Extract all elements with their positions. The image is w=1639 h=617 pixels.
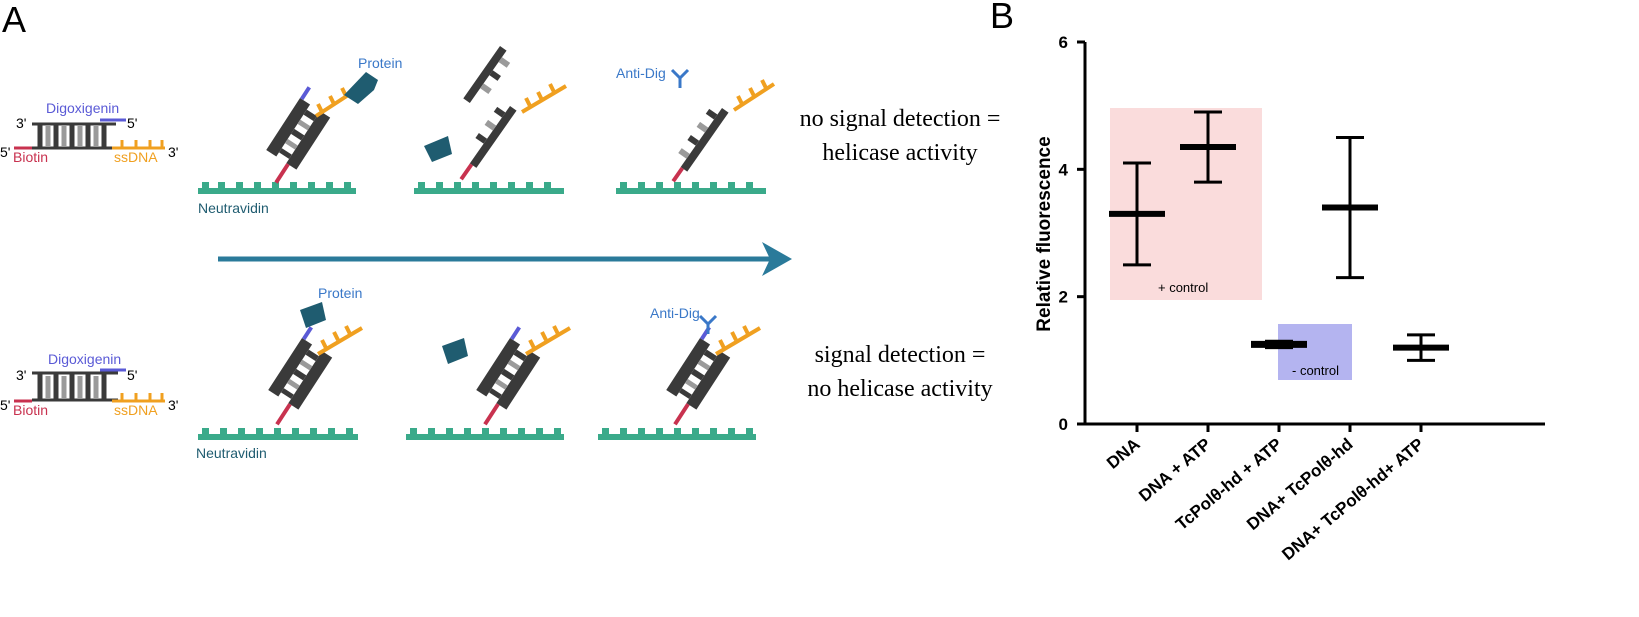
anti-dig-label: Anti-Dig (616, 65, 666, 81)
protein-icon (344, 72, 378, 104)
three-prime-label: 3' (168, 397, 178, 413)
five-prime-label: 5' (0, 144, 10, 160)
ssdna-tail (732, 79, 776, 112)
fluorescence-chart: + control - control Relative fluorescenc… (1034, 33, 1545, 564)
top-legend-duplex (14, 118, 165, 150)
biotin-label: Biotin (13, 402, 48, 418)
y-tick-label: 0 (1059, 415, 1068, 434)
x-tick-label: DNA+ TcPolθ-hd+ ATP (1278, 435, 1427, 565)
y-tick-label: 2 (1059, 288, 1068, 307)
tethered-duplex (268, 326, 333, 426)
anti-dig-label: Anti-Dig (650, 305, 700, 321)
positive-control-label: + control (1158, 280, 1208, 295)
panel-b-letter: B (990, 0, 1014, 36)
protein-label: Protein (318, 285, 362, 301)
ssdna-tail (714, 325, 762, 356)
tethered-duplex (666, 326, 731, 426)
protein-icon (300, 302, 326, 328)
top-result-line2: helicase activity (822, 140, 977, 166)
protein-icon (424, 136, 452, 162)
unwound-strand (671, 108, 729, 183)
neutravidin-surface (598, 428, 756, 440)
biotin-label: Biotin (13, 149, 48, 165)
protein-label: Protein (358, 55, 402, 71)
error-bars (1109, 110, 1449, 362)
positive-control-box (1110, 108, 1262, 300)
three-prime-label: 3' (16, 367, 26, 383)
negative-control-box (1278, 324, 1352, 380)
y-axis-title: Relative fluorescence (1034, 136, 1055, 331)
ssdna-label: ssDNA (114, 402, 158, 418)
neutravidin-label: Neutravidin (198, 200, 269, 216)
neutravidin-label: Neutravidin (196, 445, 267, 461)
bottom-legend-duplex (14, 368, 165, 403)
ssdna-label: ssDNA (114, 149, 158, 165)
three-prime-label: 3' (168, 144, 178, 160)
x-tick-label: DNA (1103, 435, 1143, 473)
y-tick-label: 6 (1059, 33, 1068, 52)
top-result-line1: no signal detection = (800, 106, 1001, 132)
tethered-duplex (476, 326, 541, 426)
bottom-result-line1: signal detection = (815, 342, 986, 368)
bottom-result-line2: no helicase activity (807, 376, 992, 402)
five-prime-label: 5' (0, 397, 10, 413)
neutravidin-surface (406, 428, 564, 440)
ssdna-tail (524, 325, 572, 356)
process-arrow (218, 242, 792, 276)
anti-dig-icon (670, 68, 690, 88)
panel-a-letter: A (2, 0, 26, 40)
five-prime-label: 5' (127, 115, 137, 131)
unwound-strand (459, 106, 517, 181)
y-tick-label: 4 (1059, 160, 1069, 179)
three-prime-label: 3' (16, 115, 26, 131)
anti-dig-icon (698, 314, 718, 334)
digoxigenin-label: Digoxigenin (46, 100, 119, 116)
digoxigenin-label: Digoxigenin (48, 351, 121, 367)
ssdna-tail (316, 325, 364, 356)
five-prime-label: 5' (127, 367, 137, 383)
tethered-duplex (266, 86, 331, 184)
protein-icon (442, 338, 468, 364)
neutravidin-surface (414, 182, 564, 194)
y-ticks: 0 2 4 6 (1059, 33, 1085, 434)
ssdna-tail (520, 83, 568, 114)
negative-control-label: - control (1292, 363, 1339, 378)
unwound-strand (463, 46, 511, 104)
neutravidin-surface (616, 182, 766, 194)
neutravidin-surface (198, 428, 358, 440)
neutravidin-surface (198, 182, 356, 194)
